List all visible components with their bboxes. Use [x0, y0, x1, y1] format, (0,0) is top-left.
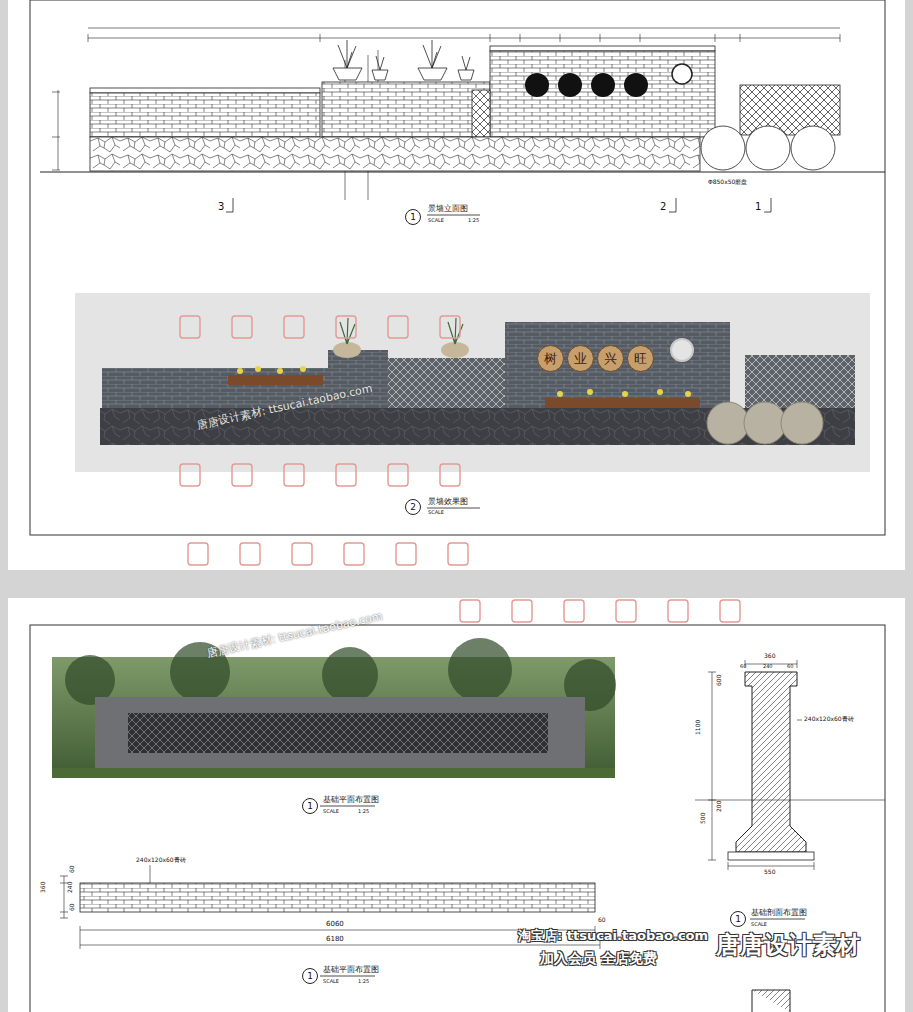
part-note: Φ850x50磨盘 — [708, 179, 747, 186]
dimension: 60 — [598, 917, 606, 924]
dimension: 1100 — [695, 720, 702, 735]
sign-character-text: 兴 — [604, 352, 617, 365]
dimension: 240 — [67, 882, 74, 893]
callout-number-text: 1 — [307, 802, 313, 811]
sign-character-text: 业 — [574, 352, 587, 365]
view-title: 基础平面布置图 — [323, 796, 379, 805]
dimension: 60 — [740, 664, 746, 670]
dimension: 6180 — [326, 936, 344, 944]
dimension: 6060 — [326, 921, 344, 929]
scale-note: 1:25 — [358, 979, 369, 985]
sign-character: 树 — [537, 345, 564, 372]
sign-character: 业 — [567, 345, 594, 372]
scale-note: SCALE — [428, 218, 444, 224]
material-note: 240x120x60青砖 — [136, 857, 186, 864]
callout-number-text: 1 — [410, 213, 416, 222]
sign-character-text: 旺 — [634, 352, 647, 365]
scale-note: SCALE — [751, 922, 767, 928]
scale-note: 1:25 — [358, 809, 369, 815]
callout-number-text: 2 — [410, 503, 416, 512]
view-title: 基础平面布置图 — [323, 966, 379, 975]
sign-character: 兴 — [597, 345, 624, 372]
callout-number: 1 — [302, 968, 318, 984]
callout-number-text: 1 — [307, 972, 313, 981]
section-mark: 1 — [755, 201, 761, 212]
view-title: 景墙效果图 — [428, 498, 468, 507]
sign-character-text: 树 — [544, 352, 557, 365]
sign-character: 旺 — [627, 345, 654, 372]
callout-number: 1 — [730, 911, 746, 927]
view-title: 基础剖面布置图 — [751, 909, 807, 918]
scale-note: SCALE — [323, 809, 339, 815]
material-note: 240x120x60青砖 — [804, 716, 854, 723]
dimension: 60 — [69, 865, 76, 873]
view-title: 景墙立面图 — [428, 205, 468, 214]
section-mark: 3 — [218, 201, 224, 212]
dimension: 200 — [716, 801, 723, 812]
section-mark: 2 — [660, 201, 666, 212]
callout-number-text: 1 — [735, 915, 741, 924]
dimension: 500 — [700, 813, 707, 824]
dimension: 60 — [69, 903, 76, 911]
shop-watermark: 加入会员 全店免费 — [540, 951, 657, 966]
dimension: 360 — [40, 882, 47, 893]
dimension: 60 — [787, 664, 793, 670]
scale-note: SCALE — [428, 510, 444, 516]
shop-watermark: 淘宝店: ttsucai.taobao.com — [518, 929, 708, 943]
dimension: 240 — [763, 664, 773, 670]
dimension: 600 — [716, 675, 723, 686]
scale-note: 1:25 — [468, 218, 479, 224]
dimension: 360 — [764, 653, 775, 660]
shop-watermark: 唐唐设计素材 — [716, 932, 860, 958]
scale-note: SCALE — [323, 979, 339, 985]
callout-number: 1 — [302, 798, 318, 814]
dimension: 550 — [764, 869, 775, 876]
callout-number: 1 — [405, 209, 421, 225]
callout-number: 2 — [405, 499, 421, 515]
